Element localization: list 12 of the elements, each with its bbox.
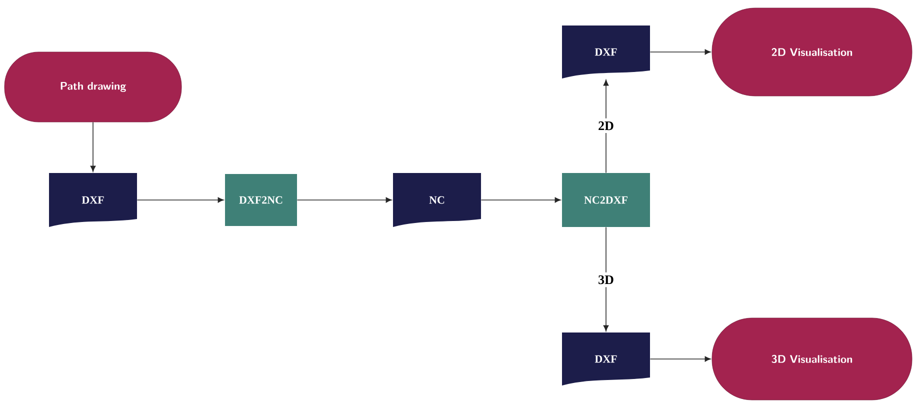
arrow xyxy=(650,356,711,362)
process-box: NC2DXF xyxy=(562,173,650,227)
arrow xyxy=(480,197,561,203)
arrow xyxy=(650,49,711,55)
edge-label: 3D xyxy=(595,272,617,288)
arrow xyxy=(136,197,224,203)
arrow xyxy=(603,226,609,332)
process-box: DXF2NC xyxy=(225,174,297,226)
edge-label: 2D xyxy=(595,118,617,134)
arrow xyxy=(90,122,96,172)
arrow xyxy=(296,197,392,203)
arrow xyxy=(603,80,609,174)
